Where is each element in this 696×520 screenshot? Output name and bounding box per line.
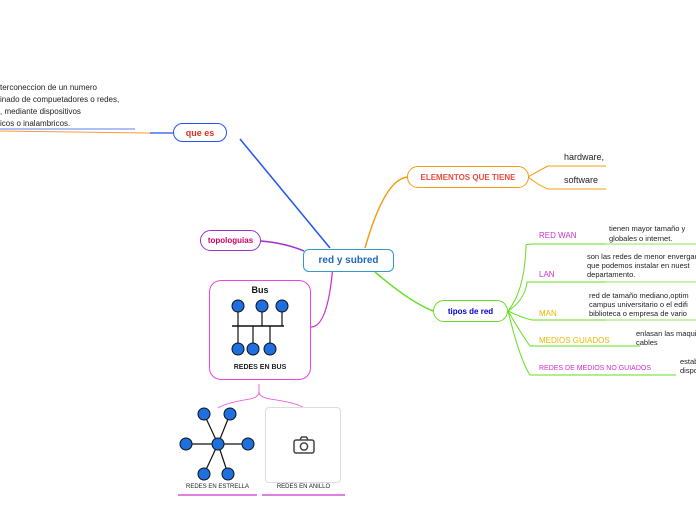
tipo-man[interactable]: MAN [539,309,557,318]
star-network-icon [179,407,255,481]
elementos-item-hardware[interactable]: hardware, [564,152,605,162]
topologias-node[interactable]: topologuias [200,230,261,251]
tipo-red-wan[interactable]: RED WAN [539,231,577,240]
tipo-lan[interactable]: LAN [539,270,555,279]
tipo-lan-desc: son las redes de menor envergad que pode… [587,252,696,279]
bus-caption: REDES EN BUS [233,364,287,371]
que-es-label: que es [185,127,215,138]
tipo-medios-no-guiados[interactable]: REDES DE MEDIOS NO GUIADOS [539,365,652,372]
desc-line: dispo [680,366,696,375]
desc-line: tienen mayor tamaño y [609,224,686,233]
desc-line: cables [636,338,658,347]
desc-line: campus universitario o el edifi [589,300,688,309]
tipo-red-wan-desc: tienen mayor tamaño y globales o interne… [609,224,685,244]
desc-line: son las redes de menor envergad [587,252,696,261]
ring-image-placeholder[interactable] [265,407,341,483]
elementos-item-software[interactable]: software [564,175,599,185]
que-es-line: inado de compuetadores o redes, [0,95,120,104]
que-es-node[interactable]: que es [173,123,227,142]
tipo-man-desc: red de tamaño mediano,optim campus unive… [589,291,689,318]
elementos-label: ELEMENTOS QUE TIENE [420,172,516,182]
desc-line: biblioteca o empresa de vario [589,309,687,318]
que-es-line: , mediante dispositivos [0,107,81,116]
desc-line: red de tamaño mediano,optim [589,291,689,300]
tipos-label: tipos de red [447,306,494,316]
que-es-line: icos o inalambricos. [0,119,71,128]
camera-icon [293,436,315,454]
desc-line: que podemos instalar en nuest [587,261,690,270]
tipos-node[interactable]: tipos de red [433,300,508,322]
desc-line: globales o internet. [609,234,673,243]
bus-title: Bus [251,285,269,295]
topologias-label: topologuias [207,236,254,245]
central-topic-label: red y subred [318,255,379,266]
tipo-medios-guiados[interactable]: MEDIOS GUIADOS [539,336,610,345]
desc-line: enlasan las maqui [636,329,696,338]
que-es-line: terconeccion de un numero [0,83,97,92]
tipo-medios-guiados-desc: enlasan las maqui cables [636,329,696,347]
central-topic-node[interactable]: red y subred [303,249,394,272]
elementos-node[interactable]: ELEMENTOS QUE TIENE [407,166,529,188]
bus-network-icon [231,299,289,356]
bus-topology-card[interactable]: Bus REDES EN BUS [209,280,311,380]
tipo-medios-no-guiados-desc: estab dispo [680,357,696,375]
ring-caption: REDES EN ANILLO [276,484,331,490]
star-caption: REDES EN ESTRELLA [185,484,250,490]
desc-line: estab [680,357,696,366]
desc-line: departamento. [587,270,636,279]
